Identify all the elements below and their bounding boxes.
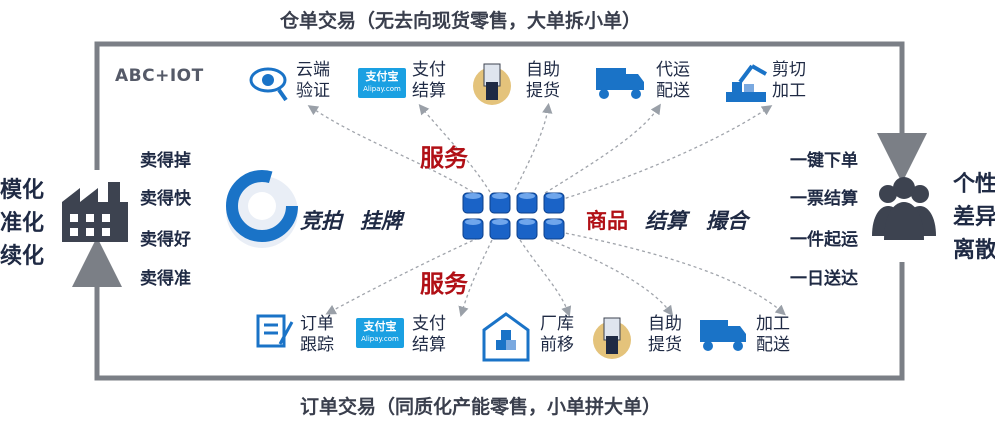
bottom-loop-title: 订单交易（同质化产能零售，小单拼大单） bbox=[300, 396, 662, 418]
factory-icon bbox=[62, 182, 128, 242]
right-line-2: 差异 bbox=[953, 205, 995, 230]
goods-label: 商品 bbox=[586, 209, 628, 233]
left-side-labels: 模化 准化 续化 bbox=[0, 174, 44, 273]
auction-label: 竞拍 bbox=[300, 209, 342, 233]
service-line-1: 支付 bbox=[412, 60, 446, 80]
service-line-1: 厂库 bbox=[540, 314, 574, 334]
frame-label: ABC+IOT bbox=[115, 66, 204, 86]
service-line-1: 订单 bbox=[300, 314, 334, 334]
sell-item: 卖得快 bbox=[140, 189, 191, 209]
service-top-cloud-verify: 云端 验证 bbox=[296, 60, 330, 102]
right-item: 一件起运 bbox=[790, 230, 858, 250]
listing-label: 挂牌 bbox=[360, 209, 402, 233]
service-line-2: 配送 bbox=[656, 81, 690, 101]
connector-top-5 bbox=[559, 105, 773, 201]
settle-label: 结算 bbox=[645, 209, 687, 233]
alipay-icon: 支付宝 Alipay.com bbox=[358, 68, 406, 98]
service-line-1: 加工 bbox=[756, 314, 790, 334]
alipay-brand: 支付宝 bbox=[365, 70, 399, 83]
alipay-sub: Alipay.com bbox=[363, 85, 401, 93]
right-item: 一票结算 bbox=[790, 189, 858, 209]
alipay-brand: 支付宝 bbox=[363, 320, 397, 333]
sell-item: 卖得好 bbox=[140, 230, 191, 250]
service-bottom-order-tracking: 订单 跟踪 bbox=[300, 314, 334, 356]
service-top-self-pickup: 自助 提货 bbox=[526, 60, 560, 102]
service-line-1: 剪切 bbox=[772, 60, 806, 80]
goods-blocks-icon bbox=[462, 192, 565, 240]
service-bottom-processing: 加工 配送 bbox=[756, 314, 790, 356]
service-line-2: 提货 bbox=[648, 335, 682, 355]
service-bottom-warehouse: 厂库 前移 bbox=[540, 314, 574, 356]
service-top-payment: 支付 结算 bbox=[412, 60, 446, 102]
service-bottom-payment: 支付 结算 bbox=[412, 314, 446, 356]
service-line-2: 验证 bbox=[296, 81, 330, 101]
service-line-2: 配送 bbox=[756, 335, 790, 355]
self-pickup-icon-bottom bbox=[593, 317, 631, 359]
service-line-2: 结算 bbox=[412, 335, 446, 355]
right-line-3: 离散 bbox=[953, 238, 995, 263]
document-edit-icon bbox=[256, 314, 294, 348]
auction-ring-icon bbox=[226, 170, 298, 248]
connector-top-4 bbox=[544, 103, 661, 194]
alipay-sub: Alipay.com bbox=[361, 335, 399, 343]
sell-item: 卖得准 bbox=[140, 269, 191, 289]
connector-top-3 bbox=[514, 102, 553, 191]
connector-top-1 bbox=[307, 105, 479, 196]
service-label-top: 服务 bbox=[420, 144, 468, 172]
service-line-1: 支付 bbox=[412, 314, 446, 334]
truck-icon-bottom bbox=[700, 320, 746, 351]
right-item: 一键下单 bbox=[790, 151, 858, 171]
loop-bottom-path bbox=[72, 237, 905, 381]
service-label-bottom: 服务 bbox=[420, 270, 468, 298]
service-top-processing: 剪切 加工 bbox=[772, 60, 806, 102]
service-line-2: 结算 bbox=[412, 81, 446, 101]
service-line-1: 云端 bbox=[296, 60, 330, 80]
service-bottom-self-pickup: 自助 提货 bbox=[648, 314, 682, 356]
connector-bottom-1 bbox=[325, 237, 479, 315]
left-line-2: 准化 bbox=[0, 211, 45, 236]
service-line-2: 前移 bbox=[540, 335, 574, 355]
people-icon bbox=[872, 177, 936, 240]
service-top-delivery: 代运 配送 bbox=[656, 60, 690, 102]
connector-bottom-4 bbox=[544, 237, 674, 317]
service-line-1: 自助 bbox=[526, 60, 560, 80]
top-loop-title: 仓单交易（无去向现货零售，大单拆小单） bbox=[280, 10, 642, 32]
alipay-icon: 支付宝 Alipay.com bbox=[356, 318, 404, 348]
sell-item: 卖得掉 bbox=[140, 151, 191, 171]
connector-bottom-2 bbox=[458, 239, 493, 317]
connector-bottom-5 bbox=[559, 231, 786, 316]
connector-top-2 bbox=[418, 103, 491, 193]
match-label: 撮合 bbox=[706, 209, 748, 233]
service-line-1: 自助 bbox=[648, 314, 682, 334]
right-line-1: 个性 bbox=[953, 172, 995, 197]
service-line-2: 跟踪 bbox=[300, 335, 334, 355]
warehouse-icon bbox=[482, 312, 530, 362]
self-pickup-icon-top bbox=[473, 63, 511, 105]
robot-arm-icon bbox=[726, 64, 767, 102]
left-line-1: 模化 bbox=[0, 178, 45, 203]
service-line-2: 加工 bbox=[772, 81, 806, 101]
loop-top-path bbox=[94, 41, 927, 183]
right-side-labels: 个性 差异 离散 bbox=[953, 168, 995, 267]
eye-search-icon bbox=[249, 67, 288, 102]
service-line-2: 提货 bbox=[526, 81, 560, 101]
connector-bottom-3 bbox=[519, 239, 572, 317]
truck-icon-top bbox=[596, 68, 644, 99]
left-line-3: 续化 bbox=[0, 244, 45, 269]
service-line-1: 代运 bbox=[656, 60, 690, 80]
right-item: 一日送达 bbox=[790, 269, 858, 289]
